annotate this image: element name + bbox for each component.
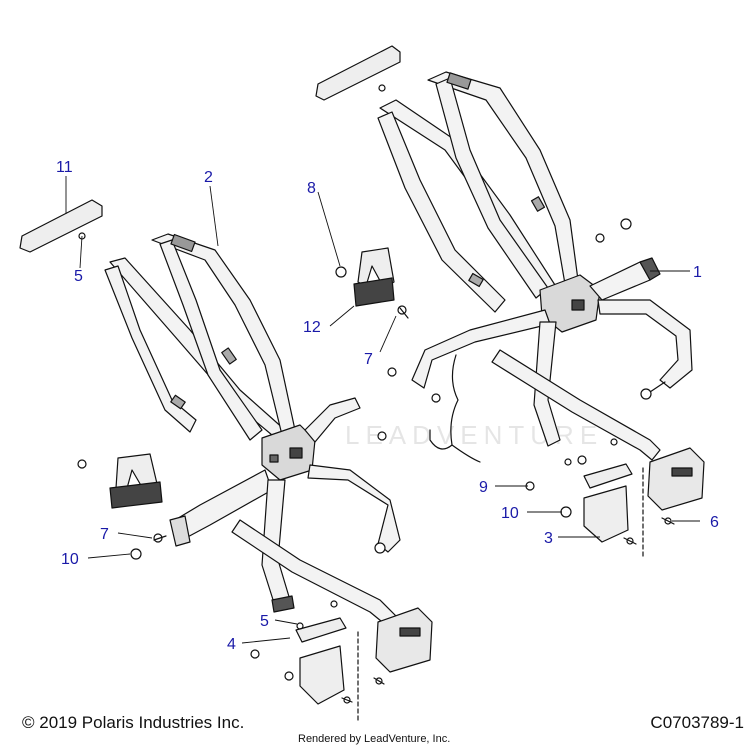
callout-11: 11 <box>56 159 73 176</box>
bracket-11 <box>19 199 103 253</box>
leader-lines <box>65 176 700 644</box>
callout-6: 6 <box>710 514 719 531</box>
right-harness <box>377 71 705 557</box>
callout-4: 4 <box>227 636 236 653</box>
rendered-by-text: Rendered by LeadVenture, Inc. <box>298 733 451 745</box>
callout-12: 12 <box>303 319 321 336</box>
callout-2: 2 <box>204 169 213 186</box>
callout-7-lower: 7 <box>100 526 109 543</box>
callout-3: 3 <box>544 530 553 547</box>
callout-5-lower: 5 <box>260 613 269 630</box>
callout-7-upper: 7 <box>364 351 373 368</box>
callout-9: 9 <box>479 479 488 496</box>
callout-8: 8 <box>307 180 316 197</box>
callout-10-right: 10 <box>501 505 519 522</box>
callout-5-upper: 5 <box>74 268 83 285</box>
callout-10-left: 10 <box>61 551 79 568</box>
top-bracket <box>315 45 401 101</box>
diagram-id: C0703789-1 <box>650 713 744 732</box>
callout-labels: 1 2 3 4 5 5 6 7 7 8 9 10 10 11 12 <box>56 159 719 653</box>
left-harness <box>77 233 433 721</box>
callout-1: 1 <box>693 264 702 281</box>
copyright-text: © 2019 Polaris Industries Inc. <box>22 713 245 732</box>
